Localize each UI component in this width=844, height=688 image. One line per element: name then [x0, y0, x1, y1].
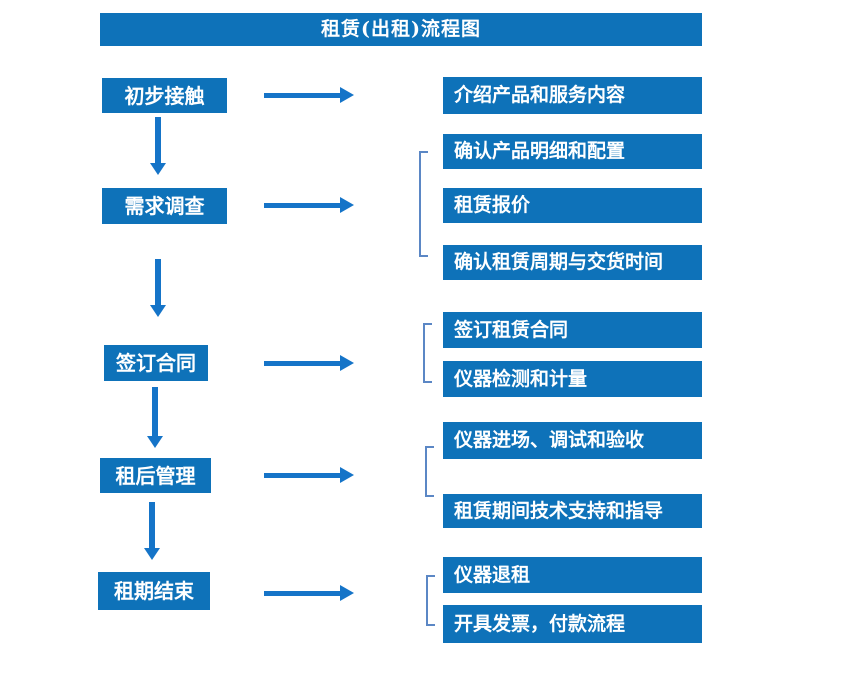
arrow-head: [340, 355, 354, 371]
arrow-shaft: [264, 203, 340, 208]
step-box-demand-survey: 需求调查: [102, 188, 227, 224]
right-arrow-icon-3: [264, 355, 354, 371]
arrow-head: [144, 548, 160, 560]
arrow-shaft: [264, 93, 340, 98]
right-arrow-icon-5: [264, 585, 354, 601]
step-box-rental-end: 租期结束: [98, 572, 210, 610]
down-arrow-icon-1: [150, 117, 166, 175]
arrow-shaft: [152, 387, 158, 436]
down-arrow-icon-3: [147, 387, 163, 448]
step-box-initial-contact: 初步接触: [102, 78, 227, 113]
detail-label: 租赁期间技术支持和指导: [454, 499, 664, 522]
arrow-shaft: [149, 502, 155, 548]
arrow-shaft: [264, 361, 340, 366]
detail-label: 仪器检测和计量: [454, 367, 588, 390]
detail-label: 仪器进场、调试和验收: [454, 429, 645, 451]
detail-box-invoice-payment: 开具发票，付款流程: [443, 605, 702, 643]
detail-label: 确认租赁周期与交货时间: [454, 251, 664, 273]
detail-box-instrument-testing: 仪器检测和计量: [443, 361, 702, 397]
arrow-head: [340, 467, 354, 483]
bracket-icon-sign-contract: [423, 323, 432, 383]
step-label: 需求调查: [124, 194, 205, 218]
right-arrow-icon-4: [264, 467, 354, 483]
bracket-icon-rental-end: [426, 575, 435, 626]
detail-box-confirm-product-details: 确认产品明细和配置: [443, 134, 702, 169]
arrow-head: [340, 87, 354, 103]
bracket-icon-post-rental: [425, 446, 434, 497]
detail-box-instrument-return: 仪器退租: [443, 557, 702, 593]
bracket-icon-demand-survey: [419, 151, 428, 257]
detail-label: 确认产品明细和配置: [454, 140, 626, 162]
arrow-head: [340, 197, 354, 213]
detail-box-instrument-setup-acceptance: 仪器进场、调试和验收: [443, 422, 702, 459]
flowchart-title: 租赁(出租)流程图: [100, 13, 702, 46]
detail-label: 开具发票，付款流程: [454, 612, 626, 635]
down-arrow-icon-2: [150, 259, 166, 317]
arrow-shaft: [264, 473, 340, 478]
step-label: 签订合同: [116, 351, 196, 375]
detail-box-introduce-products: 介绍产品和服务内容: [443, 77, 702, 114]
arrow-head: [340, 585, 354, 601]
down-arrow-icon-4: [144, 502, 160, 560]
step-label: 租后管理: [115, 463, 196, 488]
detail-box-sign-rental-contract: 签订租赁合同: [443, 312, 702, 348]
arrow-head: [150, 163, 166, 175]
right-arrow-icon-2: [264, 197, 354, 213]
arrow-shaft: [155, 117, 161, 163]
arrow-head: [147, 436, 163, 448]
arrow-shaft: [155, 259, 161, 305]
step-label: 初步接触: [124, 83, 205, 108]
detail-label: 租赁报价: [454, 194, 531, 216]
detail-label: 介绍产品和服务内容: [454, 84, 626, 106]
detail-label: 仪器退租: [454, 563, 531, 586]
detail-box-confirm-rental-period: 确认租赁周期与交货时间: [443, 245, 702, 280]
detail-box-tech-support: 租赁期间技术支持和指导: [443, 494, 702, 528]
detail-box-rental-quote: 租赁报价: [443, 188, 702, 223]
detail-label: 签订租赁合同: [454, 318, 569, 341]
step-box-sign-contract: 签订合同: [104, 345, 208, 381]
step-label: 租期结束: [114, 579, 194, 603]
flowchart-title-text: 租赁(出租)流程图: [321, 18, 481, 40]
arrow-shaft: [264, 591, 340, 596]
step-box-post-rental-management: 租后管理: [100, 458, 211, 493]
right-arrow-icon-1: [264, 87, 354, 103]
arrow-head: [150, 305, 166, 317]
